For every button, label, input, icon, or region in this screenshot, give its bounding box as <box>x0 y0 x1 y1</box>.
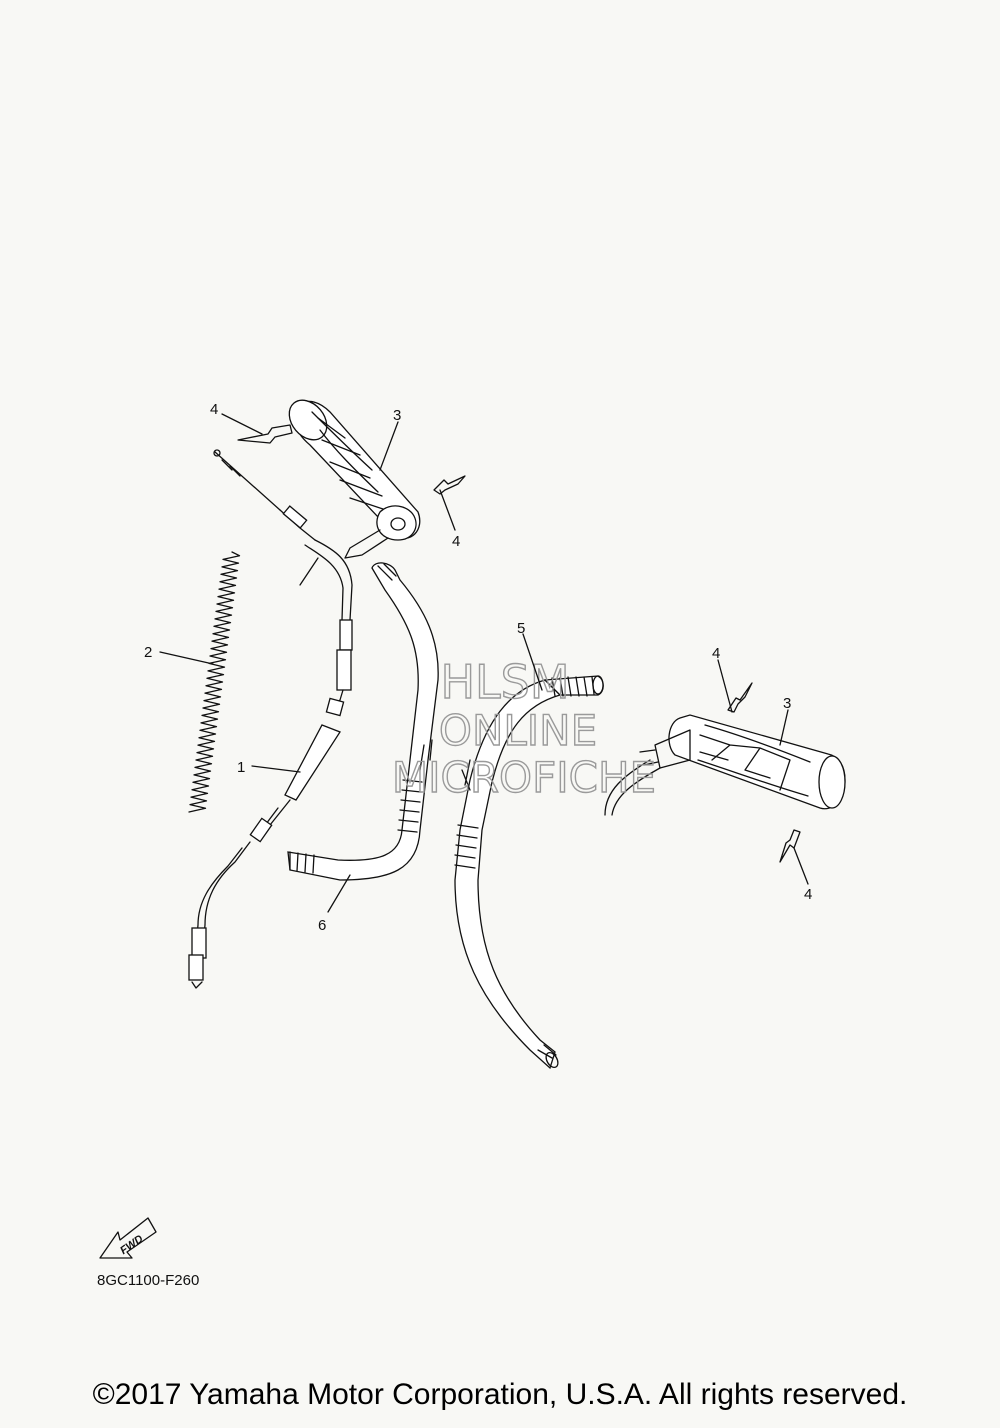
watermark-line3: MICROFICHE <box>392 753 656 802</box>
screw-upper-right <box>433 475 466 495</box>
screw-right-lower <box>779 829 801 863</box>
callout-5: 5 <box>517 620 525 637</box>
callout-1: 1 <box>237 759 245 776</box>
throttle-cable <box>188 449 353 989</box>
watermark-line1: HLSM <box>440 655 569 709</box>
hose-6 <box>287 562 439 881</box>
watermark-line2: ONLINE <box>439 706 597 755</box>
diagram-code: 8GC1100-F260 <box>97 1272 200 1289</box>
watermark: HLSM ONLINE MICROFICHE <box>391 654 657 802</box>
leader-lines <box>159 413 809 913</box>
fwd-arrow: FWD <box>99 1217 157 1259</box>
callout-4: 4 <box>804 886 812 903</box>
callout-3: 3 <box>393 407 401 424</box>
callout-numbers: 4 3 4 2 1 5 4 3 4 6 <box>144 401 812 934</box>
screw-right-upper <box>727 682 753 713</box>
hose-5 <box>454 675 604 1070</box>
screw-upper-left <box>237 424 293 444</box>
callout-3: 3 <box>783 695 791 712</box>
callout-4: 4 <box>210 401 218 418</box>
callout-6: 6 <box>318 917 326 934</box>
grip-right <box>604 714 846 816</box>
grip-left <box>288 399 421 559</box>
callout-4: 4 <box>452 533 460 550</box>
copyright-notice: ©2017 Yamaha Motor Corporation, U.S.A. A… <box>92 1378 908 1411</box>
spring <box>188 551 241 813</box>
callout-2: 2 <box>144 644 152 661</box>
callout-4: 4 <box>712 645 720 662</box>
fwd-label: FWD <box>118 1233 145 1257</box>
